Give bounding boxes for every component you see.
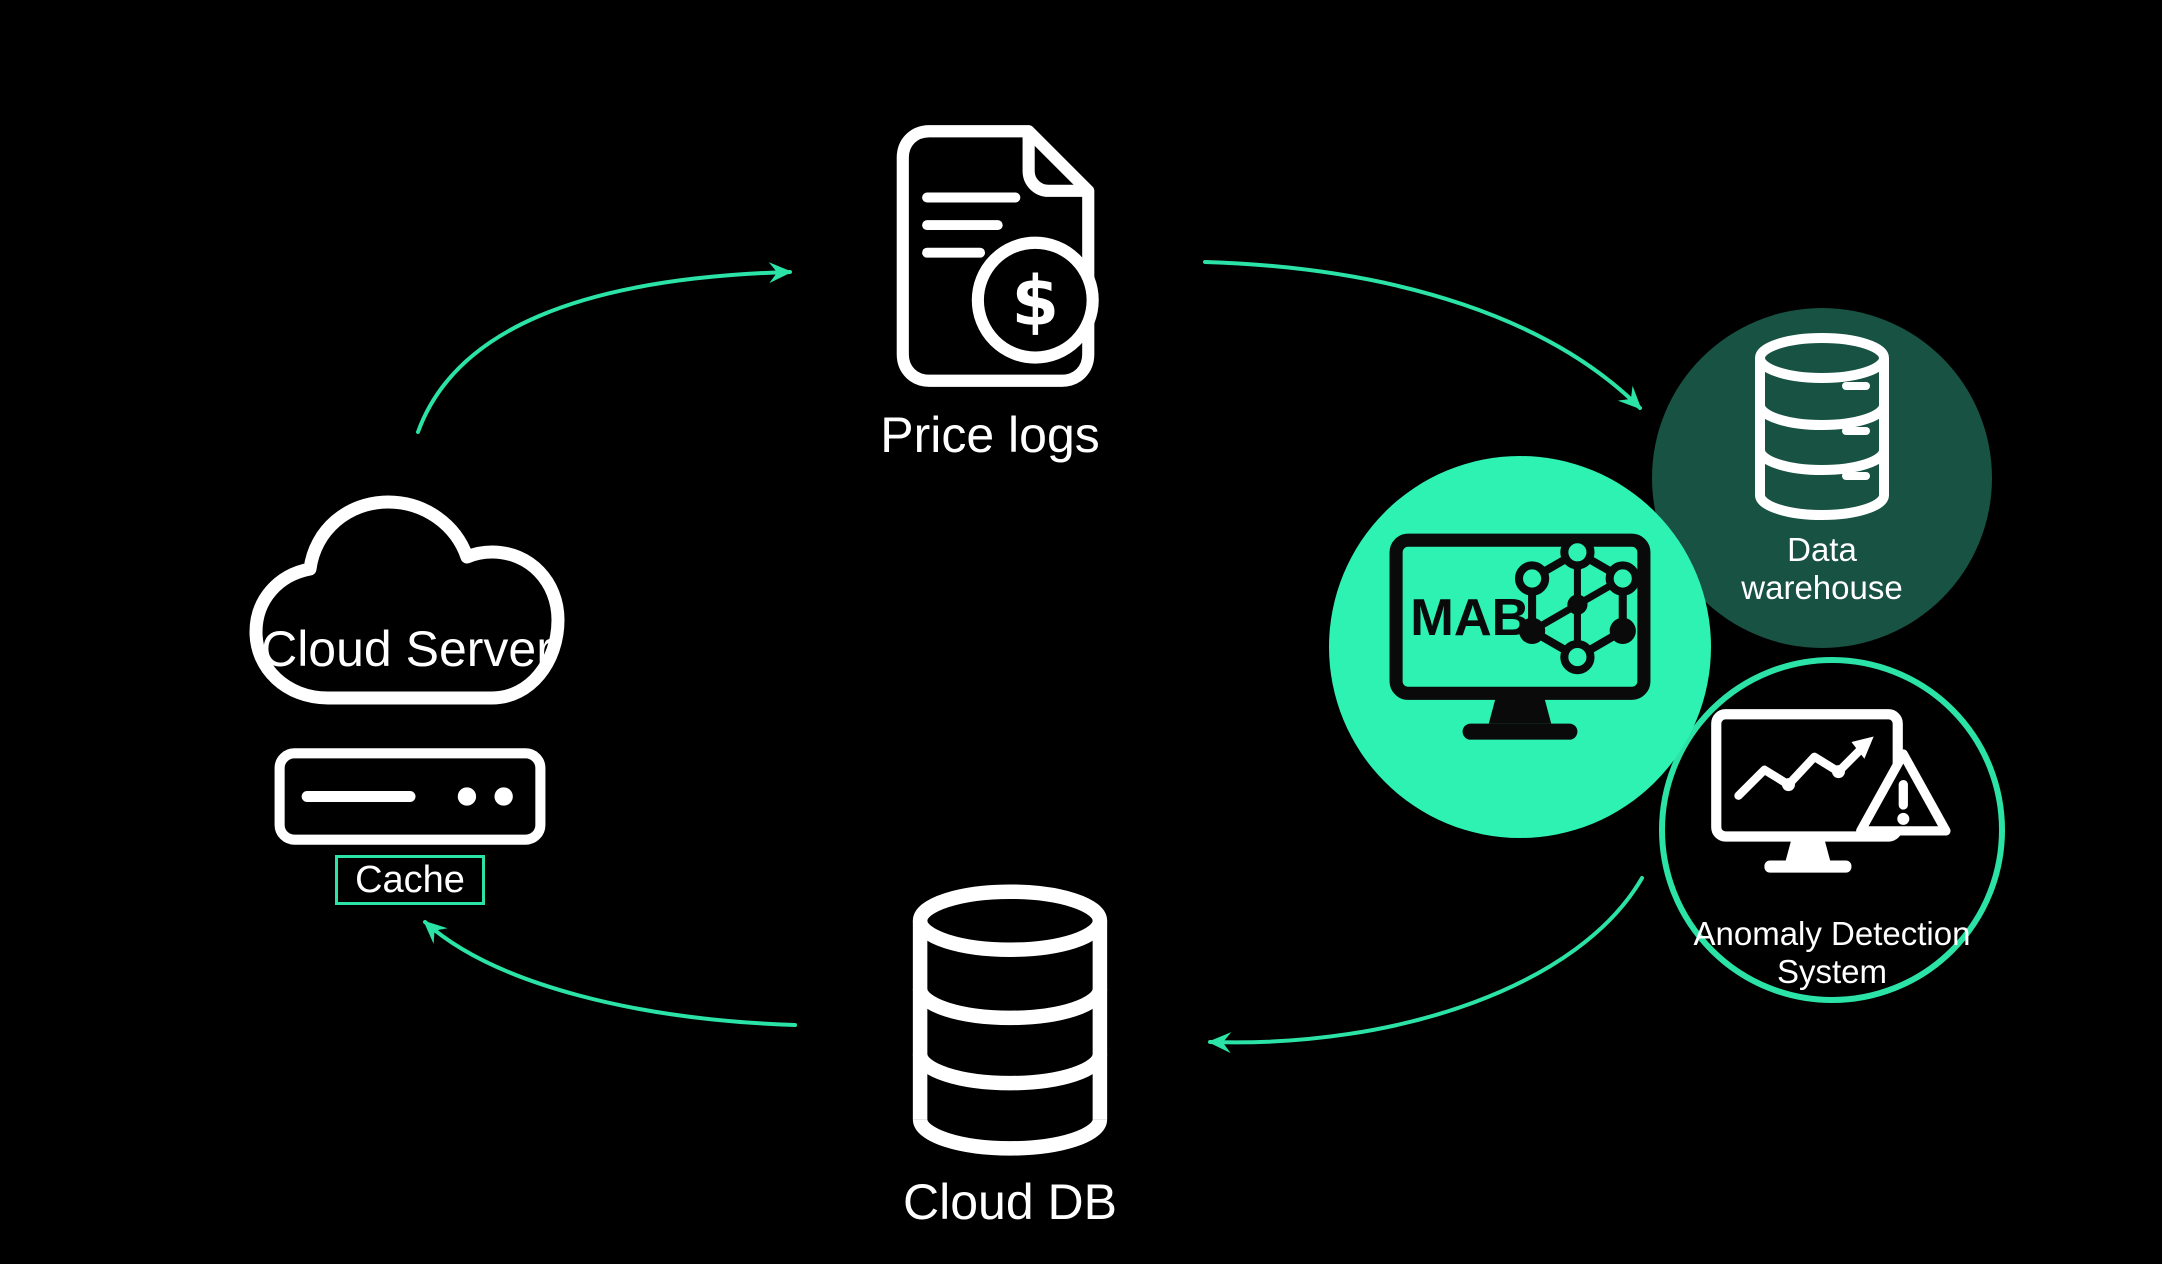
cloud-server-node: Cloud Server Cache <box>240 488 580 905</box>
anomaly-detection-node: Anomaly Detection System <box>1659 657 2005 1003</box>
dollar-icon: $ <box>1011 261 1059 341</box>
cloud-server-label: Cloud Server <box>261 621 553 677</box>
arrow-cloudserver-to-pricelogs <box>416 262 793 434</box>
cache-label: Cache <box>355 858 465 901</box>
cloud-db-label: Cloud DB <box>903 1174 1117 1230</box>
network-icon <box>1514 535 1640 675</box>
monitor-chart-warning-icon <box>1711 709 1951 873</box>
cloud-icon: Cloud Server <box>249 495 565 705</box>
anomaly-detection-label: Anomaly Detection System <box>1693 915 1971 991</box>
price-logs-label: Price logs <box>880 407 1100 463</box>
arrow-clouddb-to-cache <box>423 920 797 1027</box>
data-warehouse-label: Data warehouse <box>1741 531 1903 607</box>
mab-monitor-icon: MAB <box>1389 533 1651 740</box>
mab-node: MAB <box>1329 456 1711 838</box>
database-icon <box>912 884 1108 1156</box>
cloud-db-node: Cloud DB <box>840 880 1180 1231</box>
database-icon <box>1755 333 1889 520</box>
cache-badge: Cache <box>335 855 485 905</box>
price-logs-node: $ Price logs <box>840 118 1140 464</box>
server-icon <box>274 748 546 845</box>
invoice-icon: $ <box>896 125 1099 387</box>
arrow-pricelogs-to-warehouse <box>1203 260 1642 410</box>
data-warehouse-node: Data warehouse <box>1652 308 1992 648</box>
arrow-anomaly-to-clouddb <box>1207 876 1644 1054</box>
mab-label: MAB <box>1410 589 1529 647</box>
